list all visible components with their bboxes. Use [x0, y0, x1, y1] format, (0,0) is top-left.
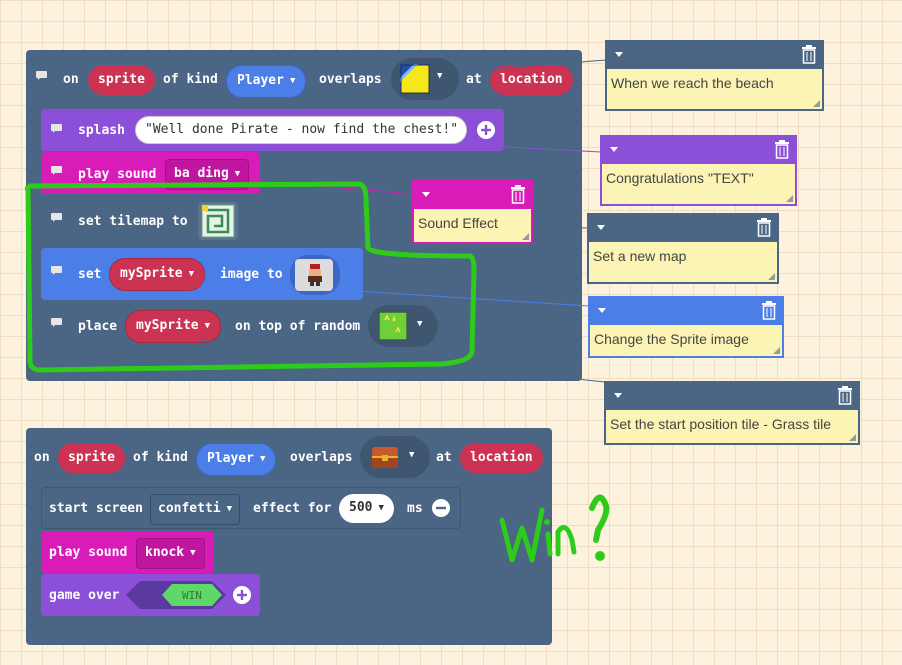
splash-text-input[interactable] [135, 116, 467, 144]
kind-dropdown[interactable]: Player▼ [226, 65, 307, 98]
comment-icon[interactable] [51, 266, 63, 276]
handwritten-win-annotation [499, 494, 610, 563]
comment-icon[interactable] [51, 318, 63, 328]
mysprite-variable-pill[interactable]: mySprite▼ [125, 310, 222, 343]
set-tilemap-label: set tilemap to [78, 214, 188, 229]
collapse-triangle-icon[interactable] [614, 393, 622, 398]
effect-for-label: effect for [253, 501, 332, 516]
effect-dropdown[interactable]: confetti▼ [150, 494, 241, 525]
chevron-down-icon: ▼ [188, 269, 195, 279]
comment-icon[interactable] [51, 166, 63, 176]
event-on-label: on [34, 450, 50, 465]
comment-text[interactable]: Congratulations "TEXT" [606, 170, 754, 186]
kind-dropdown[interactable]: Player▼ [196, 443, 277, 476]
comment-icon[interactable] [51, 213, 63, 223]
comment-text[interactable]: Change the Sprite image [594, 331, 749, 347]
collapse-triangle-icon[interactable] [610, 147, 618, 152]
tilemap-thumbnail-icon[interactable] [198, 202, 238, 240]
duration-dropdown[interactable]: 500▼ [339, 494, 394, 523]
grass-tile-dropdown[interactable]: ▼ [368, 305, 438, 347]
sprite-param-pill[interactable]: sprite [58, 443, 125, 473]
chevron-down-icon: ▼ [226, 504, 233, 514]
comment-text[interactable]: Set a new map [593, 248, 687, 264]
of-kind-label: of kind [133, 450, 188, 465]
sprite-param-pill[interactable]: sprite [88, 65, 155, 95]
chevron-down-icon: ▼ [234, 169, 241, 179]
start-screen-label: start screen [49, 501, 143, 516]
treasure-chest-icon [372, 447, 398, 468]
on-top-of-random-label: on top of random [235, 319, 361, 334]
collapse-triangle-icon[interactable] [615, 52, 623, 57]
collapse-triangle-icon[interactable] [598, 308, 606, 313]
resize-handle[interactable] [522, 233, 529, 240]
chevron-down-icon: ▼ [437, 71, 443, 81]
sound-dropdown[interactable]: knock▼ [136, 538, 205, 569]
start-screen-effect-block[interactable] [41, 487, 461, 529]
chevron-down-icon: ▼ [417, 319, 423, 329]
tile-dropdown[interactable]: ▼ [391, 58, 459, 100]
resize-handle[interactable] [768, 273, 775, 280]
resize-handle[interactable] [773, 347, 780, 354]
place-label: place [78, 319, 118, 334]
at-label: at [466, 72, 482, 87]
trash-icon[interactable] [800, 44, 818, 64]
trash-icon[interactable] [773, 139, 791, 159]
location-param-pill[interactable]: location [490, 65, 573, 95]
play-sound-label: play sound [49, 545, 128, 560]
collapse-triangle-icon[interactable] [597, 225, 605, 230]
chevron-down-icon: ▼ [259, 454, 266, 464]
chevron-down-icon: ▼ [409, 450, 415, 460]
win-value: WIN [182, 589, 202, 602]
comment-note-beach[interactable]: When we reach the beach [605, 40, 824, 111]
chevron-down-icon: ▼ [190, 548, 196, 558]
overlaps-label: overlaps [319, 72, 382, 87]
trash-icon[interactable] [509, 184, 527, 204]
at-label: at [436, 450, 452, 465]
resize-handle[interactable] [813, 100, 820, 107]
set-label: set [78, 267, 102, 282]
event-on-label: on [63, 72, 79, 87]
grass-tile-icon [379, 312, 407, 340]
remove-circle-icon[interactable] [431, 498, 451, 518]
resize-handle[interactable] [849, 434, 856, 441]
overlaps-label: overlaps [290, 450, 353, 465]
trash-icon[interactable] [760, 300, 778, 320]
game-over-label: game over [49, 588, 120, 603]
chevron-down-icon: ▼ [289, 76, 296, 86]
comment-text[interactable]: Set the start position tile - Grass tile [610, 416, 831, 432]
chevron-down-icon: ▼ [204, 321, 211, 331]
splash-text-value: "Well done Pirate - now find the chest!" [145, 122, 459, 137]
comment-note-sprite-image[interactable]: Change the Sprite image [588, 296, 784, 358]
comment-note-start-position[interactable]: Set the start position tile - Grass tile [604, 381, 860, 445]
play-sound-label: play sound [78, 167, 157, 182]
comment-note-map[interactable]: Set a new map [587, 213, 779, 284]
collapse-triangle-icon[interactable] [422, 192, 430, 197]
of-kind-label: of kind [163, 72, 218, 87]
trash-icon[interactable] [755, 217, 773, 237]
comment-note-sound[interactable]: Sound Effect [412, 180, 533, 244]
comment-text[interactable]: Sound Effect [418, 215, 498, 231]
chest-tile-dropdown[interactable]: ▼ [360, 436, 430, 478]
add-circle-icon[interactable] [476, 120, 496, 140]
mysprite-variable-pill[interactable]: mySprite▼ [109, 258, 206, 291]
pirate-sprite-image-icon[interactable] [290, 255, 340, 295]
comment-text[interactable]: When we reach the beach [611, 75, 774, 91]
comment-note-congrats[interactable]: Congratulations "TEXT" [600, 135, 797, 206]
comment-icon[interactable] [36, 71, 48, 81]
trash-icon[interactable] [836, 385, 854, 405]
ms-label: ms [407, 501, 423, 516]
image-to-label: image to [220, 267, 283, 282]
chevron-down-icon: ▼ [378, 503, 384, 513]
win-toggle[interactable] [126, 581, 226, 609]
location-param-pill[interactable]: location [460, 443, 543, 473]
resize-handle[interactable] [786, 195, 793, 202]
comment-icon[interactable] [51, 124, 63, 134]
splash-label: splash [78, 123, 125, 138]
add-circle-icon[interactable] [232, 585, 252, 605]
sand-water-tile-icon [400, 64, 430, 94]
